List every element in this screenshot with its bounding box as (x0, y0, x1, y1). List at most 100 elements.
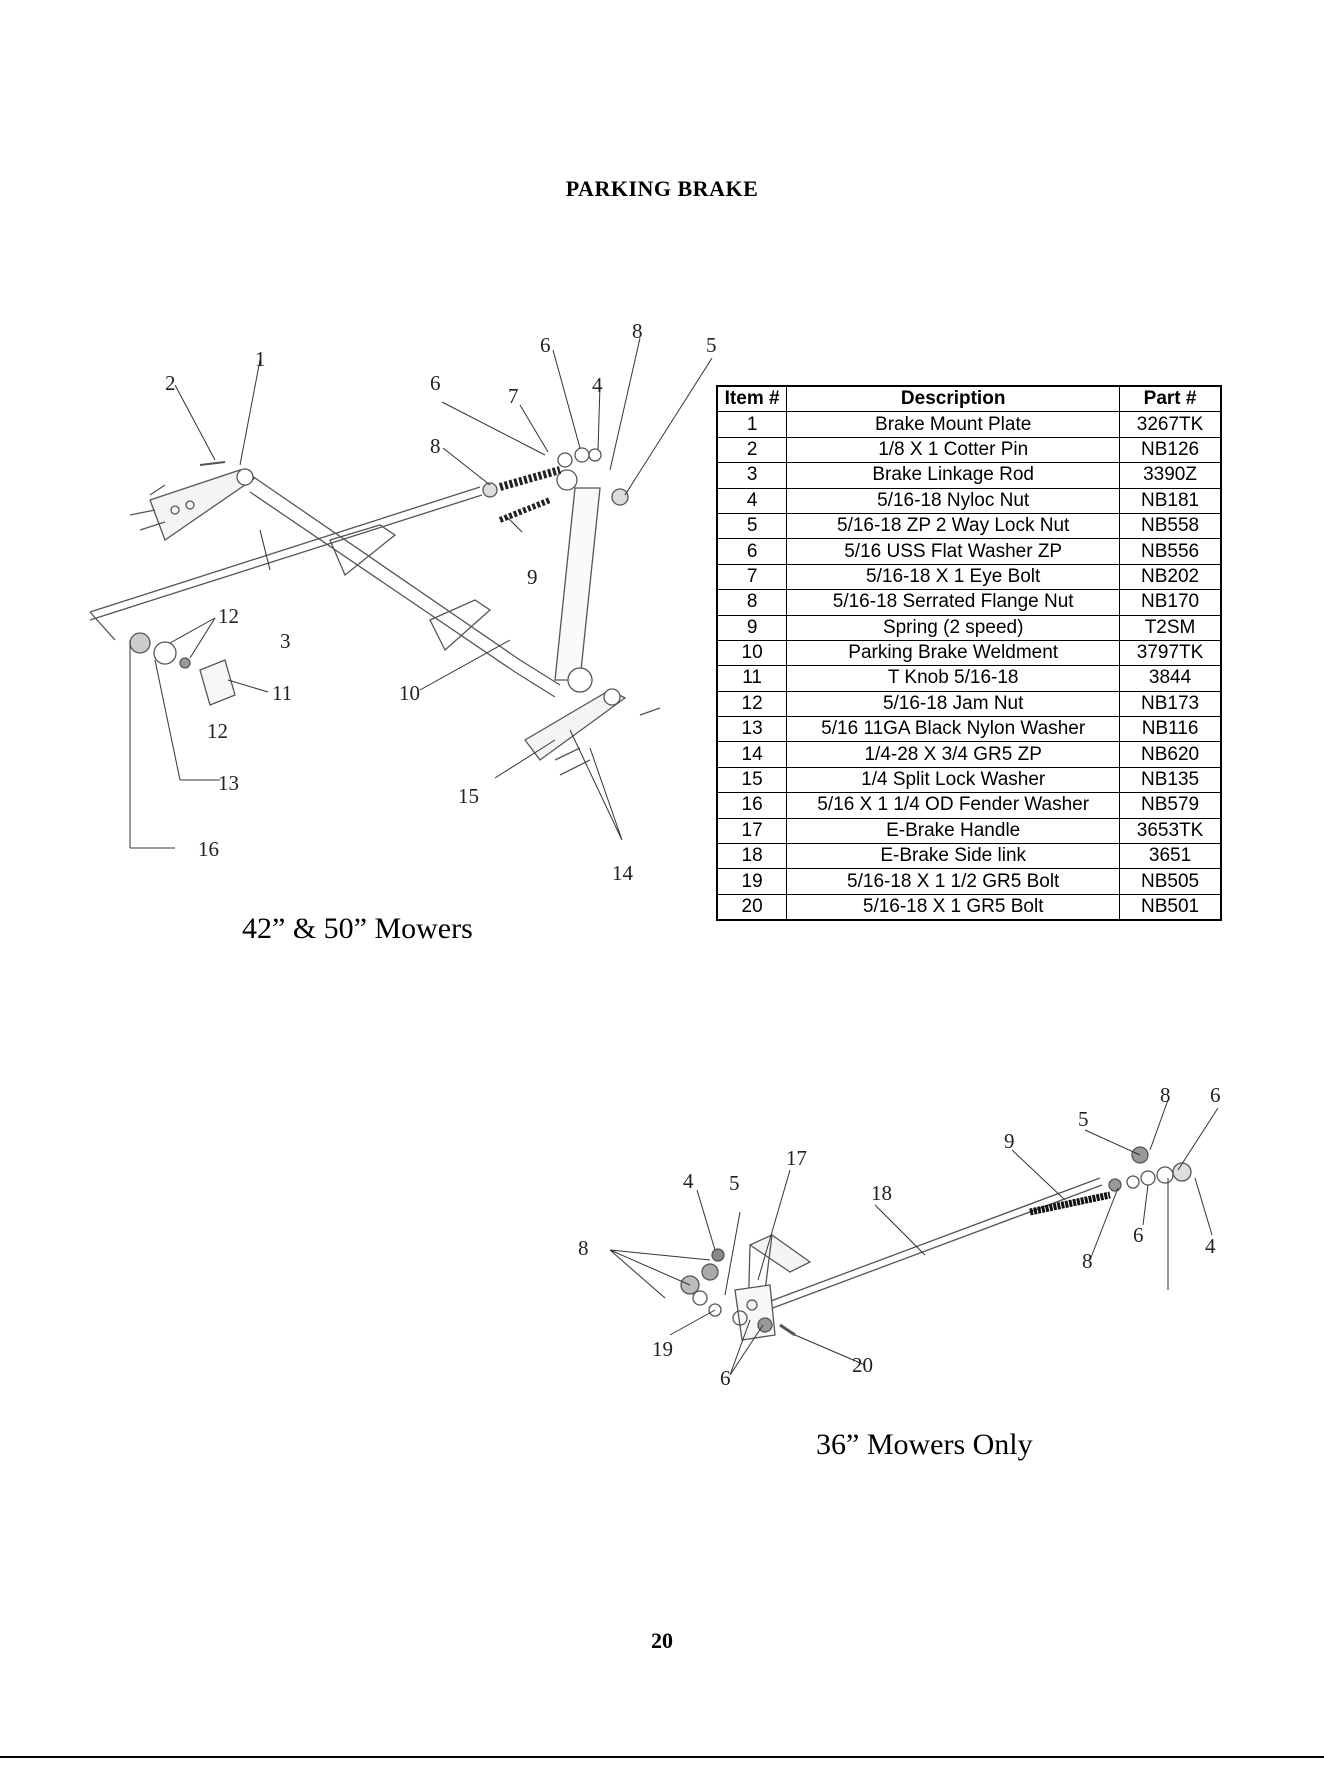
callout-11: 11 (272, 681, 292, 705)
cell-item: 18 (716, 843, 788, 870)
cell-description: 5/16 11GA Black Nylon Washer (786, 716, 1121, 743)
cell-description: Brake Mount Plate (786, 411, 1121, 438)
diagram-top-linework (89, 337, 713, 849)
cell-item: 5 (716, 512, 788, 540)
cell-item: 16 (716, 792, 788, 819)
cell-item: 15 (716, 766, 788, 794)
callout-13: 13 (218, 771, 239, 795)
callout-10: 10 (399, 681, 420, 705)
cell-item: 9 (716, 614, 788, 641)
cell-description: 5/16-18 ZP 2 Way Lock Nut (786, 512, 1121, 540)
cell-part: NB173 (1119, 690, 1222, 718)
cell-part: 3267TK (1119, 411, 1222, 438)
callout-20: 20 (852, 1353, 873, 1377)
cell-item: 17 (716, 817, 788, 845)
cell-part: NB202 (1119, 563, 1222, 591)
callout-6b: 6 (540, 333, 551, 357)
cell-item: 3 (716, 462, 788, 489)
cell-part: NB620 (1119, 741, 1222, 768)
cell-description: 5/16-18 Nyloc Nut (786, 487, 1121, 514)
callout-5: 5 (729, 1171, 740, 1195)
callout-2: 2 (165, 371, 176, 395)
cell-description: E-Brake Handle (786, 817, 1121, 845)
cell-part: NB181 (1119, 487, 1222, 514)
cell-description: 5/16-18 X 1 1/2 GR5 Bolt (786, 868, 1121, 895)
callout-5b: 5 (1078, 1107, 1089, 1131)
cell-part: NB135 (1119, 766, 1222, 794)
cell-description: Brake Linkage Rod (786, 462, 1121, 489)
callout-12a: 12 (218, 604, 239, 628)
callout-15: 15 (458, 784, 479, 808)
cell-item: 12 (716, 690, 788, 718)
cell-description: 1/8 X 1 Cotter Pin (786, 436, 1121, 464)
callout-18: 18 (871, 1181, 892, 1205)
caption-42-50-mowers: 42” & 50” Mowers (242, 912, 473, 945)
cell-part: T2SM (1119, 614, 1222, 641)
col-header-part: Part # (1119, 385, 1222, 413)
cell-item: 13 (716, 716, 788, 743)
cell-part: NB501 (1119, 893, 1222, 921)
col-header-description: Description (786, 385, 1121, 413)
cell-part: 3797TK (1119, 639, 1222, 667)
callout-17: 17 (786, 1146, 807, 1170)
cell-item: 19 (716, 868, 788, 895)
callout-7: 7 (508, 384, 519, 408)
callout-8b: 8 (632, 319, 643, 343)
callout-6a: 6 (1210, 1083, 1221, 1107)
callout-12b: 12 (207, 719, 228, 743)
page-number: 20 (651, 1628, 673, 1653)
cell-description: Parking Brake Weldment (786, 639, 1121, 667)
callout-6b: 6 (1133, 1223, 1144, 1247)
cell-description: 5/16-18 Serrated Flange Nut (786, 589, 1121, 616)
table-header-row: Item # Description Part # (716, 385, 1222, 413)
cell-item: 4 (716, 487, 788, 514)
bottom-rule (0, 1756, 1324, 1758)
cell-description: 5/16 X 1 1/4 OD Fender Washer (786, 792, 1121, 819)
cell-item: 7 (716, 563, 788, 591)
callout-9: 9 (1004, 1129, 1015, 1153)
cell-item: 10 (716, 639, 788, 667)
page-title: PARKING BRAKE (565, 176, 759, 201)
callout-8c: 8 (578, 1236, 589, 1260)
callout-16: 16 (198, 837, 219, 861)
cell-part: NB126 (1119, 436, 1222, 464)
cell-part: NB558 (1119, 512, 1222, 540)
callout-4: 4 (683, 1169, 694, 1193)
caption-36-mowers: 36” Mowers Only (816, 1428, 1033, 1461)
callout-4: 4 (592, 373, 603, 397)
callout-5: 5 (706, 333, 717, 357)
cell-description: Spring (2 speed) (786, 614, 1121, 641)
callout-9: 9 (527, 565, 538, 589)
callout-14: 14 (612, 861, 634, 885)
cell-part: NB170 (1119, 589, 1222, 616)
callout-8a: 8 (1160, 1083, 1171, 1107)
cell-item: 20 (716, 893, 788, 921)
cell-part: 3844 (1119, 665, 1222, 692)
cell-part: 3653TK (1119, 817, 1222, 845)
cell-item: 11 (716, 665, 788, 692)
cell-item: 6 (716, 538, 788, 565)
callout-8b: 8 (1082, 1249, 1093, 1273)
cell-part: 3390Z (1119, 462, 1222, 489)
cell-part: NB556 (1119, 538, 1222, 565)
callout-6c: 6 (720, 1366, 731, 1390)
callout-19: 19 (652, 1337, 673, 1361)
cell-description: 1/4 Split Lock Washer (786, 766, 1121, 794)
